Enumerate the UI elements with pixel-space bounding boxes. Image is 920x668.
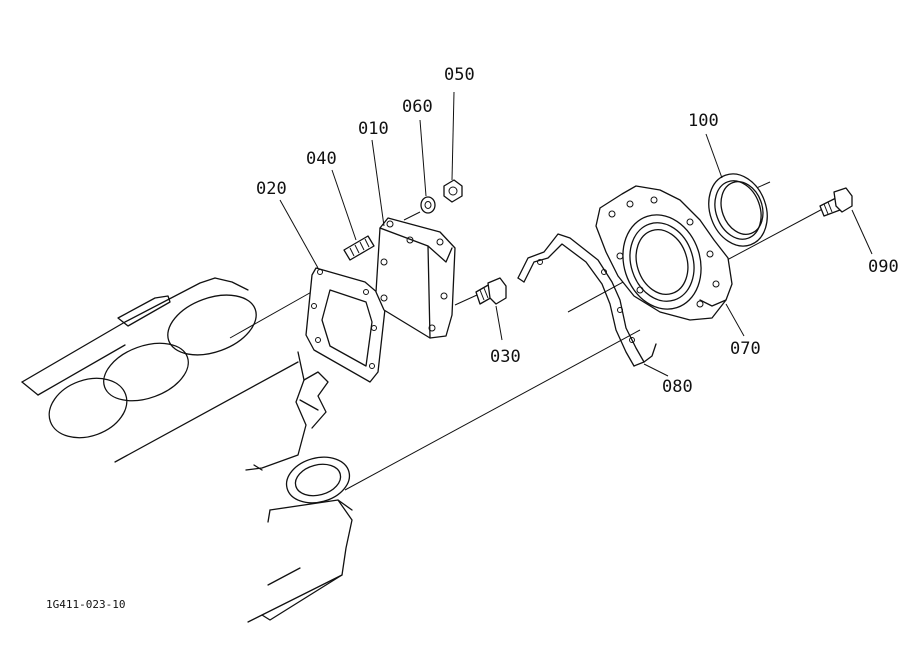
callout-060: 060 <box>402 97 433 117</box>
cylinder-bore-2 <box>103 342 189 402</box>
callout-010: 010 <box>358 119 389 139</box>
part-callouts: 020 040 010 060 050 030 080 070 100 090 <box>256 65 899 397</box>
part-040-stud-bolt <box>343 235 375 261</box>
callout-070: 070 <box>730 339 761 359</box>
cylinder-bore-1 <box>167 294 257 356</box>
part-020-gasket <box>305 267 387 383</box>
cylinder-bore-3 <box>48 377 128 439</box>
callout-030: 030 <box>490 347 521 367</box>
callout-080: 080 <box>662 377 693 397</box>
part-080-gasket <box>517 233 657 367</box>
callout-090: 090 <box>868 257 899 277</box>
callout-050: 050 <box>444 65 475 85</box>
callout-100: 100 <box>688 111 719 131</box>
rear-oil-seal-bore <box>285 456 351 504</box>
part-090-bolt <box>819 187 853 217</box>
drawing-code: 1G411-023-10 <box>46 598 125 611</box>
part-100-oil-seal <box>708 173 768 247</box>
part-050-nut <box>443 179 463 203</box>
part-030-bolt <box>475 277 507 305</box>
part-060-washer <box>420 196 436 214</box>
part-010-cover-plate <box>375 217 456 339</box>
engine-block <box>21 277 353 623</box>
part-070-oil-seal-housing <box>595 185 733 321</box>
callout-020: 020 <box>256 179 287 199</box>
callout-040: 040 <box>306 149 337 169</box>
leader-lines <box>279 91 873 377</box>
